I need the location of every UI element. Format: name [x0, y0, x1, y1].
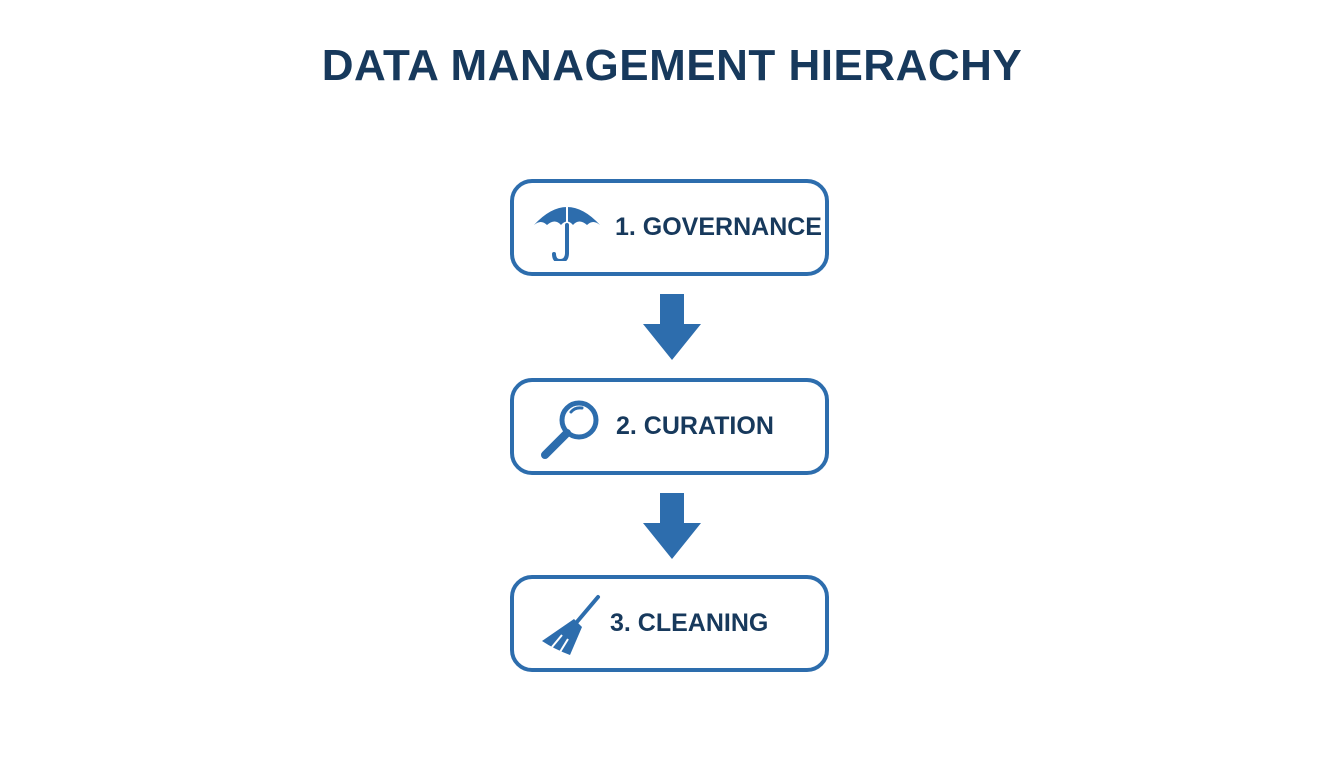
step-cleaning: 3. CLEANING [510, 575, 829, 672]
step-governance-label: 1. GOVERNANCE [615, 213, 822, 241]
magnifying-glass-icon [532, 394, 602, 460]
diagram-title: DATA MANAGEMENT HIERACHY [321, 41, 1023, 90]
step-governance: 1. GOVERNANCE [510, 179, 829, 276]
step-cleaning-label: 3. CLEANING [610, 609, 769, 637]
step-curation: 2. CURATION [510, 378, 829, 475]
umbrella-icon [532, 195, 602, 261]
arrow-down-icon [643, 294, 701, 360]
arrow-down-icon [643, 493, 701, 559]
step-curation-label: 2. CURATION [616, 412, 774, 440]
broom-icon [532, 591, 602, 657]
